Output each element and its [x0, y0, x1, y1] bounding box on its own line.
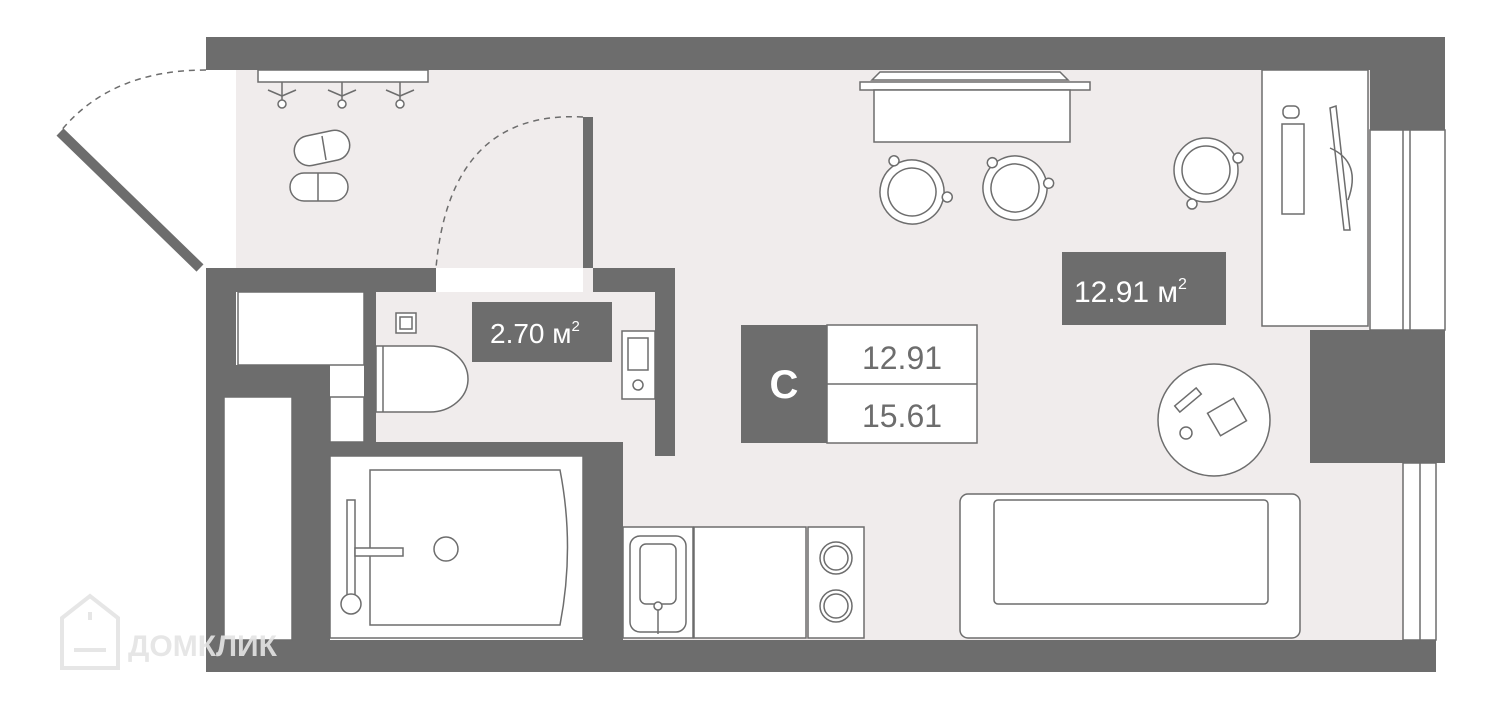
bathroom-area-label: 2.70 м2 — [472, 302, 612, 362]
wall-top — [206, 37, 1445, 70]
living-area-label: 12.91 м2 — [1062, 252, 1226, 325]
house-logo-icon — [60, 593, 120, 670]
chair-2 — [982, 155, 1055, 221]
slippers — [289, 129, 351, 202]
kitchen-counter — [693, 526, 807, 639]
monitor — [1329, 104, 1351, 231]
tv-stand — [859, 71, 1091, 143]
shaft-upper — [237, 291, 365, 366]
svg-text:2.70 м2: 2.70 м2 — [490, 318, 580, 349]
bathroom-door-swing — [435, 115, 584, 269]
bathroom-area-value: 2.70 — [490, 318, 545, 349]
window-pane-upper — [1369, 129, 1446, 331]
entrance-door — [56, 69, 207, 272]
living-area-unit: м — [1157, 276, 1178, 309]
toilet — [375, 345, 469, 413]
wall-bottom — [206, 640, 1436, 672]
desk — [1261, 69, 1369, 327]
total-area-summary: 15.61 — [862, 398, 942, 434]
shafts — [223, 291, 365, 641]
kitchen — [622, 526, 865, 639]
living-area-sup: 2 — [1178, 276, 1187, 293]
bathroom-fixtures — [329, 312, 656, 639]
living-area-value: 12.91 — [1074, 276, 1149, 309]
wall-bath-bottom — [330, 442, 623, 456]
wall-hall-bath-top — [206, 268, 436, 292]
wall-right-upper — [1370, 37, 1445, 130]
wall-shaft-2 — [292, 365, 330, 640]
entrance-door-swing — [59, 69, 207, 133]
svg-text:12.91 м2: 12.91 м2 — [1074, 276, 1187, 309]
wall-bath-left — [364, 292, 376, 442]
wall-right-pillar — [1310, 330, 1445, 463]
shaft-lower — [223, 396, 293, 641]
walls — [206, 37, 1445, 672]
watermark: ДОМКЛИК — [60, 593, 278, 670]
coat-rack — [257, 69, 429, 109]
watermark-text: ДОМКЛИК — [128, 630, 278, 663]
bathroom-area-sup: 2 — [572, 318, 580, 335]
wall-top-left-stub — [206, 37, 236, 70]
wall-partition-vertical — [583, 117, 593, 268]
apartment-summary: С 12.91 15.61 — [741, 324, 978, 444]
shaft-mid — [329, 396, 365, 443]
keyboard — [1281, 123, 1305, 215]
mouse — [1282, 105, 1300, 119]
chairs — [879, 137, 1244, 225]
window-right — [1369, 129, 1446, 641]
sofa — [959, 493, 1301, 639]
wall-bath-right — [655, 268, 675, 456]
chair-1 — [879, 155, 953, 225]
chair-3 — [1173, 137, 1244, 210]
apartment-type-letter: С — [770, 363, 799, 407]
wall-bath-right-low — [583, 442, 623, 640]
bathroom-area-unit: м — [552, 318, 571, 349]
living-area-summary: 12.91 — [862, 340, 942, 376]
coffee-table — [1157, 363, 1271, 477]
